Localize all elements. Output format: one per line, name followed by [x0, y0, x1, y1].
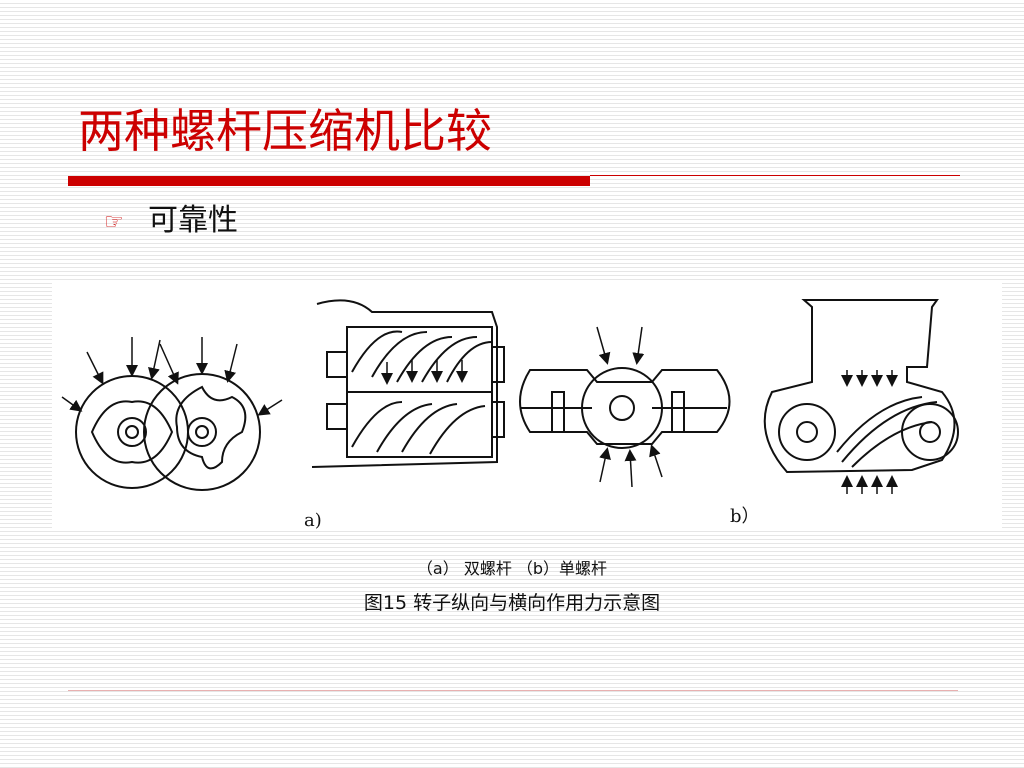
label-a: a) [304, 510, 322, 530]
figure-subcaption: （a） 双螺杆 （b）单螺杆 [416, 559, 608, 578]
figure-caption: 图15 转子纵向与横向作用力示意图 [363, 592, 661, 614]
bullet-text: 可靠性 [148, 203, 238, 238]
title-underline-thin [590, 175, 960, 176]
rotor-force-figure: a) [52, 282, 1002, 530]
slide-title: 两种螺杆压缩机比较 [78, 104, 492, 158]
twin-screw-longitudinal-diagram [311, 299, 505, 468]
single-screw-longitudinal-diagram [763, 299, 959, 494]
label-b: b） [730, 506, 760, 527]
twin-screw-transverse-diagram [61, 337, 283, 491]
footer-divider [68, 690, 958, 691]
title-underline [68, 176, 590, 186]
pointing-hand-icon: ☞ [104, 210, 124, 235]
single-screw-transverse-diagram [519, 326, 731, 488]
